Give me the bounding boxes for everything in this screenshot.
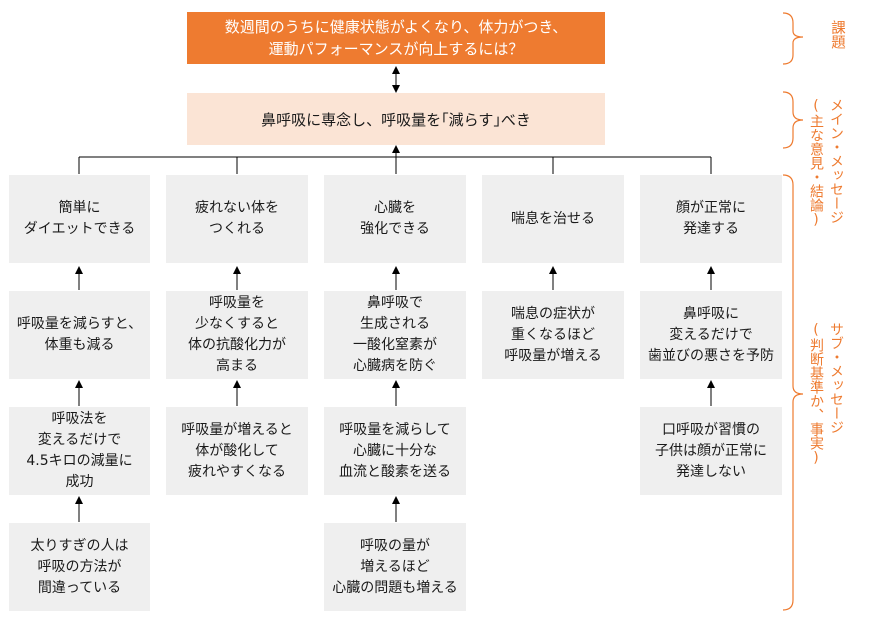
main-message-text: 鼻呼吸に専念し、呼吸量を｢減らす｣べき	[261, 110, 531, 129]
issue-box: 数週間のうちに健康状態がよくなり、体力がつき、 運動パフォーマンスが向上するには…	[187, 12, 605, 64]
main-message-box: 鼻呼吸に専念し、呼吸量を｢減らす｣べき	[187, 93, 605, 145]
issue-side-label: 課題	[829, 20, 845, 49]
support-card-2-1: 呼吸量を 少なくすると 体の抗酸化力が 高まる	[166, 291, 308, 379]
card-text: 呼吸量を減らして 心臓に十分な 血流と酸素を送る	[339, 421, 451, 480]
card-text: 喘息を治せる	[511, 210, 595, 227]
card-text: 呼吸量が増えると 体が酸化して 疲れやすくなる	[181, 421, 293, 480]
card-text: 呼吸法を 変えるだけで 4.5キロの減量に 成功	[26, 411, 133, 490]
brace-sub	[782, 174, 804, 611]
support-card-4-1: 喘息の症状が 重くなるほど 呼吸量が増える	[482, 291, 624, 379]
card-text: 心臓を 強化できる	[360, 200, 430, 237]
support-card-1-1: 呼吸量を減らすと、 体重も減る	[9, 291, 150, 379]
conclusion-card-1: 簡単に ダイエットできる	[9, 175, 150, 263]
main-side-label: メイン・メッセージ (主な意見・結論)	[808, 98, 844, 228]
conclusion-card-3: 心臓を 強化できる	[324, 175, 466, 263]
card-text: 口呼吸が習慣の 子供は顔が正常に 発達しない	[655, 421, 767, 480]
card-text: 顔が正常に 発達する	[676, 200, 746, 237]
support-card-1-2: 呼吸法を 変えるだけで 4.5キロの減量に 成功	[9, 407, 150, 495]
issue-text: 数週間のうちに健康状態がよくなり、体力がつき、 運動パフォーマンスが向上するには…	[224, 18, 568, 58]
support-card-2-2: 呼吸量が増えると 体が酸化して 疲れやすくなる	[166, 407, 308, 495]
card-text: 簡単に ダイエットできる	[23, 200, 136, 237]
conclusion-card-4: 喘息を治せる	[482, 175, 624, 263]
card-text: 呼吸量を減らすと、 体重も減る	[16, 316, 143, 353]
support-card-3-2: 呼吸量を減らして 心臓に十分な 血流と酸素を送る	[324, 407, 466, 495]
support-card-1-3: 太りすぎの人は 呼吸の方法が 間違っている	[9, 523, 150, 611]
brace-main	[782, 91, 804, 149]
card-text: 呼吸量を 少なくすると 体の抗酸化力が 高まる	[188, 295, 286, 374]
card-text: 疲れない体を つくれる	[195, 200, 279, 237]
conclusion-card-2: 疲れない体を つくれる	[166, 175, 308, 263]
support-card-5-2: 口呼吸が習慣の 子供は顔が正常に 発達しない	[640, 407, 782, 495]
support-card-3-3: 呼吸の量が 増えるほど 心臓の問題も増える	[324, 523, 466, 611]
card-text: 呼吸の量が 増えるほど 心臓の問題も増える	[332, 537, 458, 596]
card-text: 太りすぎの人は 呼吸の方法が 間違っている	[30, 537, 129, 596]
sub-side-label: サブ・メッセージ (判断基準か、事実)	[808, 322, 844, 466]
card-text: 鼻呼吸で 生成される 一酸化窒素が 心臓病を防ぐ	[353, 295, 437, 374]
support-card-5-1: 鼻呼吸に 変えるだけで 歯並びの悪さを予防	[640, 291, 782, 379]
conclusion-card-5: 顔が正常に 発達する	[640, 175, 782, 263]
support-card-3-1: 鼻呼吸で 生成される 一酸化窒素が 心臓病を防ぐ	[324, 291, 466, 379]
card-text: 喘息の症状が 重くなるほど 呼吸量が増える	[504, 305, 602, 364]
brace-issue	[782, 12, 804, 65]
card-text: 鼻呼吸に 変えるだけで 歯並びの悪さを予防	[648, 305, 774, 364]
